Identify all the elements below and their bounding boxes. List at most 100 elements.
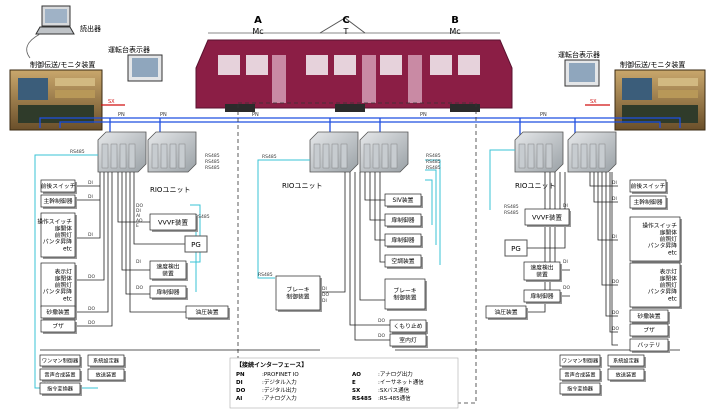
legend-cell: AI [236, 396, 242, 402]
svg-text:DI: DI [563, 259, 568, 265]
svg-text:PG: PG [191, 241, 201, 249]
car-c-type: T [343, 27, 349, 36]
left-op_switch-text: 操作スイッチ [37, 218, 72, 226]
bottom-right-sys_set-text: 系統設定器 [613, 356, 640, 364]
left-oil: 油圧装置 [185, 305, 230, 320]
svg-text:RS485: RS485 [426, 165, 441, 171]
rio-racks [97, 131, 617, 173]
svg-text:RS485: RS485 [504, 210, 519, 216]
svg-text:DI: DI [88, 232, 93, 238]
legend-title: 【接続インターフェース】 [236, 361, 307, 369]
bottom-right-broadcast-text: 放送装置 [616, 370, 637, 378]
left-op_switch-text: etc [63, 246, 72, 252]
laptop-icon [35, 5, 75, 35]
svg-text:DO: DO [136, 203, 143, 209]
right-indicator-text: etc [668, 296, 677, 302]
legend-cell: :RS-485通信 [378, 394, 411, 402]
legend-cell: :デジタル入力 [262, 378, 297, 386]
train: A Mc C T B Mc [195, 15, 513, 112]
right-indicator-text: 表示灯 [660, 268, 678, 276]
center-siv-text: SIV装置 [393, 196, 414, 204]
pn-label-4: PN [420, 112, 427, 118]
right-master_ctrl-text: 主幹制御器 [634, 198, 663, 206]
svg-text:DO: DO [612, 326, 619, 332]
svg-text:DO: DO [322, 292, 329, 298]
right-op_switch-text: etc [668, 250, 677, 256]
left-speed-text: 速度検出 [156, 263, 179, 271]
center-door-2: 扉制御器 [384, 233, 423, 248]
svg-text:DO: DO [378, 333, 385, 339]
svg-text:DI: DI [563, 203, 568, 209]
rio-rack-5 [514, 131, 564, 173]
rio-rack-2 [147, 131, 197, 173]
legend-cell: :SXバス通信 [378, 386, 410, 394]
left-buzzer: ブザ [40, 319, 77, 334]
bottom-right-sys_set: 系統設定器 [607, 354, 646, 368]
legend-cell: DI [236, 380, 243, 386]
left-indicator-text: 表示灯 [55, 268, 73, 276]
rio-left-label: RIOユニット [150, 186, 190, 194]
legend-cell: PN [236, 372, 245, 378]
right-op_switch-text: 扉開体 [660, 228, 678, 236]
right-sand-text: 砂撒装置 [637, 312, 660, 320]
right-battery-text: バッテリ [637, 342, 660, 349]
sx-label-right: SX [590, 99, 597, 105]
left-vvvf: VVVF装置 [149, 213, 198, 232]
bottom-right-voice: 音声合成装置 [559, 368, 602, 382]
left-oil-text: 油圧装置 [195, 308, 218, 316]
legend-cell: :アナログ出力 [378, 370, 413, 378]
left-indicator-text: 扉閉体 [55, 274, 73, 282]
legend-cell: RS485 [352, 396, 372, 402]
reader-label: 読出器 [80, 24, 101, 33]
right-fb_switch: 前後スイッチ [629, 179, 668, 194]
svg-text:DI: DI [88, 180, 93, 186]
left-buzzer-text: ブザ [52, 322, 64, 330]
rio-rack-4 [359, 131, 409, 173]
left-op_switch-text: 扉開体 [55, 224, 73, 232]
svg-text:DI: DI [136, 259, 141, 265]
svg-text:AO: AO [136, 218, 143, 224]
svg-text:DO: DO [88, 274, 95, 280]
left-indicator-text: パンタ昇降 [43, 288, 72, 296]
device-boxes: 前後スイッチ主幹制御器操作スイッチ扉開体前照灯パンタ昇降etc表示灯扉閉体前照灯… [37, 179, 682, 396]
svg-text:DI: DI [612, 180, 617, 186]
center-cloud-text: くもり止め [394, 322, 423, 330]
center-ac: 空調装置 [384, 254, 423, 269]
bottom-left-cmd: 指令変換器 [39, 382, 82, 396]
svg-text:RS485: RS485 [205, 159, 220, 165]
driver-display-left-label: 運転台表示器 [108, 45, 150, 54]
driver-display-right-label: 運転台表示器 [558, 50, 600, 59]
svg-text:DI: DI [322, 286, 327, 292]
bottom-left-sys_set-text: 系統設定器 [93, 356, 120, 364]
bottom-left-cmd-text: 指令変換器 [47, 384, 74, 392]
left-indicator-text: 前照灯 [55, 281, 73, 289]
right-buzzer: ブザ [629, 323, 670, 338]
left-op_switch-text: パンタ昇降 [43, 238, 72, 246]
right-door-text: 扉制御器 [530, 292, 553, 300]
pn-label-2: PN [160, 112, 167, 118]
svg-text:DO: DO [136, 285, 143, 291]
bottom-left-sys_set: 系統設定器 [87, 354, 126, 368]
left-sand: 砂撒装置 [40, 305, 77, 320]
legend-cell: SX [352, 388, 361, 394]
svg-text:DI: DI [612, 234, 617, 240]
right-oil-text: 油圧装置 [494, 308, 517, 316]
center-siv: SIV装置 [384, 193, 423, 208]
car-a-type: Mc [252, 27, 263, 36]
center-brake-right-text: 制御装置 [393, 293, 416, 301]
legend-cell: :イーサネット通信 [378, 378, 424, 386]
bottom-right-oneman-text: ワンマン制御器 [562, 356, 599, 364]
pn-label-3: PN [252, 112, 259, 118]
svg-text:RS485: RS485 [258, 272, 273, 278]
driver-display-right-device [564, 59, 600, 87]
svg-text:E: E [136, 223, 139, 229]
center-cloud: くもり止め [389, 319, 428, 334]
legend-cell: :デジタル出力 [262, 386, 297, 394]
left-fb_switch-text: 前後スイッチ [41, 182, 76, 190]
bottom-right-voice-text: 音声合成装置 [564, 370, 595, 378]
car-b-type: Mc [449, 27, 460, 36]
left-master_ctrl: 主幹制御器 [40, 194, 77, 209]
